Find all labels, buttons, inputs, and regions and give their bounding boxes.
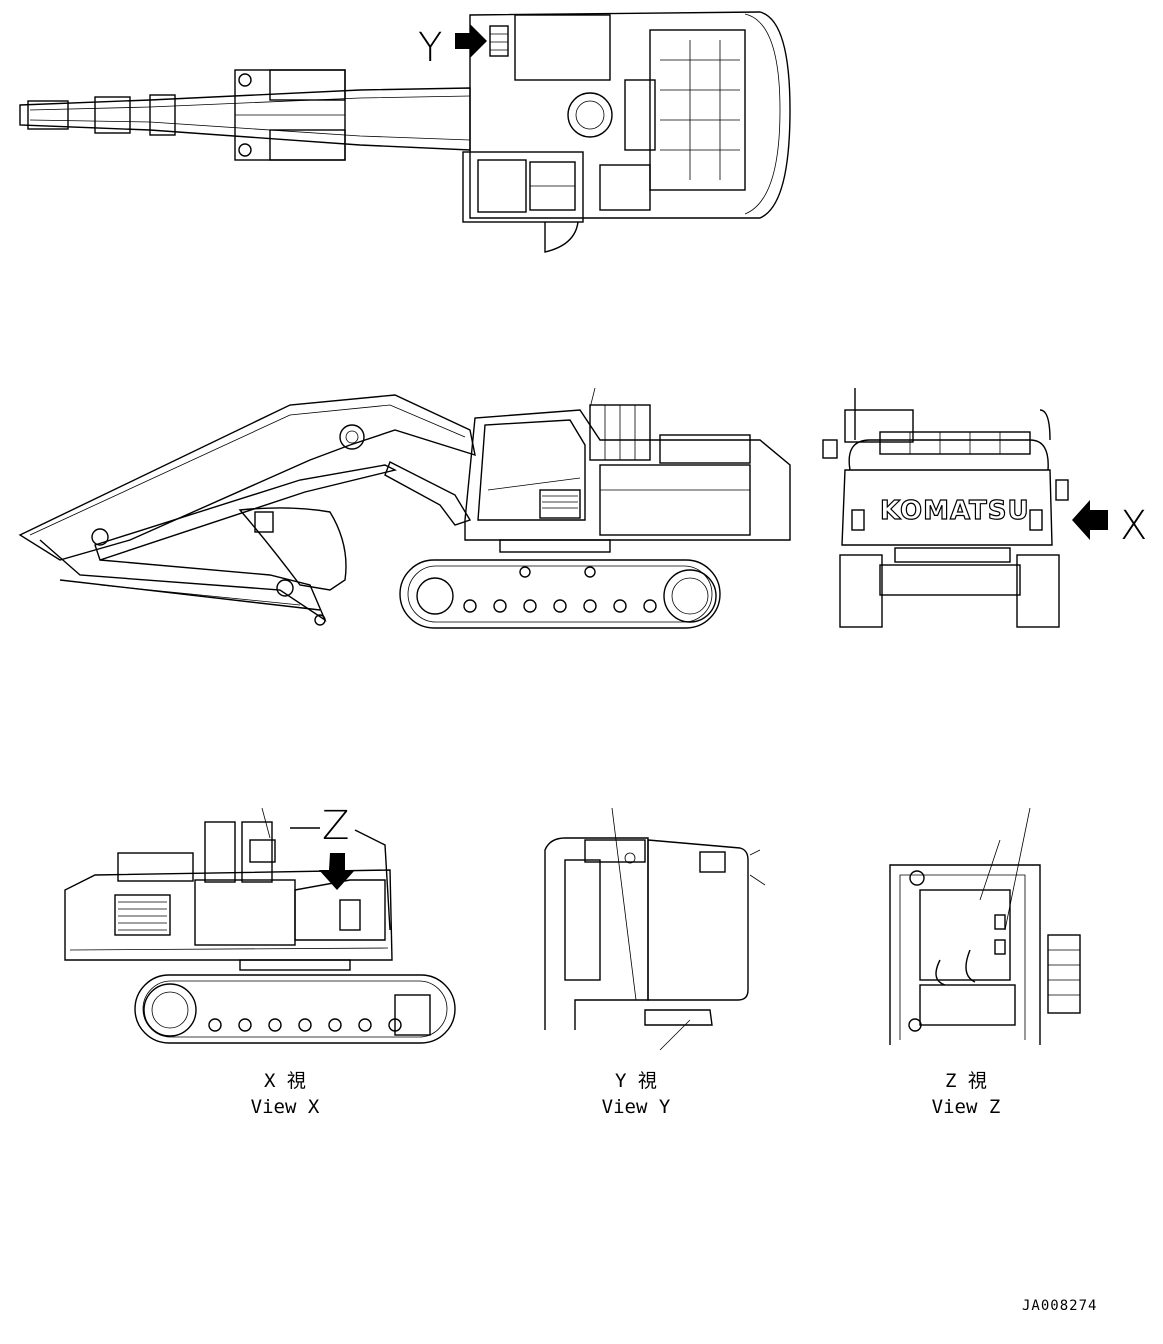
view-x-caption-en: View X [250, 1096, 320, 1118]
view-y-caption-en: View Y [601, 1096, 671, 1118]
side-view-excavator [18, 387, 791, 629]
view-y-caption-jp: Y 視 [615, 1070, 657, 1092]
y-view-marker: Y [418, 25, 443, 71]
x-view-marker: X [1120, 503, 1148, 549]
view-x-caption-jp: X 視 [264, 1070, 306, 1092]
top-view-excavator [19, 11, 791, 253]
z-view-marker: Z [322, 803, 350, 849]
view-z-caption-jp: Z 視 [945, 1070, 987, 1092]
drawing-code: JA008274 [1022, 1298, 1098, 1314]
view-x-drawing [64, 807, 456, 1044]
view-y-drawing [544, 807, 766, 1051]
view-z-caption-en: View Z [931, 1096, 1001, 1118]
view-z-drawing [889, 807, 1081, 1045]
brand-logo-text: KOMATSU [879, 495, 1030, 526]
rear-view-excavator [822, 388, 1108, 628]
